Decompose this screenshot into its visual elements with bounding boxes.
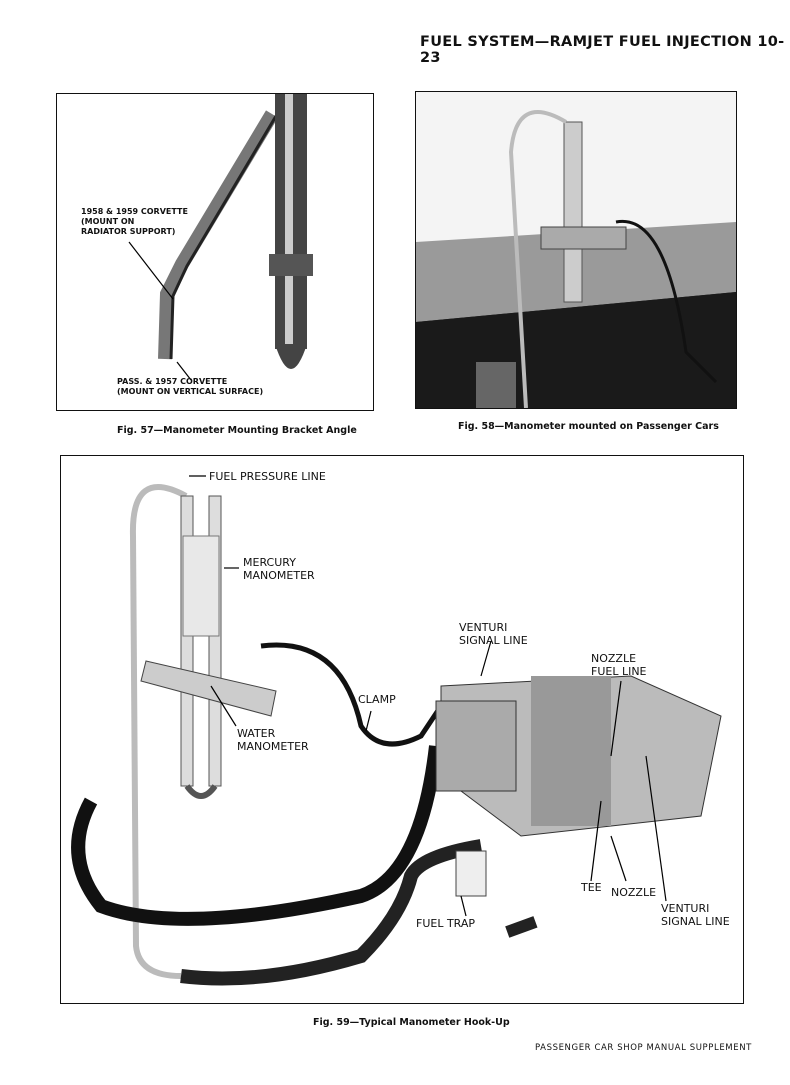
label-fuel-pressure-line: FUEL PRESSURE LINE <box>209 470 326 483</box>
label-clamp: CLAMP <box>358 693 396 706</box>
figure-57-caption: Fig. 57—Manometer Mounting Bracket Angle <box>117 425 357 436</box>
figure-58 <box>415 91 737 409</box>
figure-59-caption: Fig. 59—Typical Manometer Hook-Up <box>313 1017 510 1028</box>
label-mercury-manometer: MERCURY MANOMETER <box>243 556 315 582</box>
page-header: FUEL SYSTEM—RAMJET FUEL INJECTION 10-23 <box>420 34 785 66</box>
label-nozzle-fuel-line: NOZZLE FUEL LINE <box>591 652 647 678</box>
figure-58-caption: Fig. 58—Manometer mounted on Passenger C… <box>458 421 719 432</box>
passenger-car-photo <box>416 92 736 408</box>
label-nozzle: NOZZLE <box>611 886 657 899</box>
bracket-illustration <box>128 94 313 381</box>
figure-59: FUEL PRESSURE LINE MERCURY MANOMETER WAT… <box>60 455 744 1004</box>
figure-57: 1958 & 1959 CORVETTE (MOUNT ON RADIATOR … <box>56 93 374 411</box>
label-fuel-trap: FUEL TRAP <box>416 917 476 930</box>
manometer-hookup-illustration <box>71 475 722 986</box>
label-pass-1957-corvette: PASS. & 1957 CORVETTE (MOUNT ON VERTICAL… <box>117 377 264 396</box>
label-venturi-signal-line-bottom: VENTURI SIGNAL LINE <box>661 902 730 928</box>
page-footer: PASSENGER CAR SHOP MANUAL SUPPLEMENT <box>535 1043 752 1053</box>
label-tee: TEE <box>581 881 602 894</box>
label-venturi-signal-line-top: VENTURI SIGNAL LINE <box>459 621 528 647</box>
label-1958-1959-corvette: 1958 & 1959 CORVETTE (MOUNT ON RADIATOR … <box>81 207 188 236</box>
label-water-manometer: WATER MANOMETER <box>237 727 309 753</box>
